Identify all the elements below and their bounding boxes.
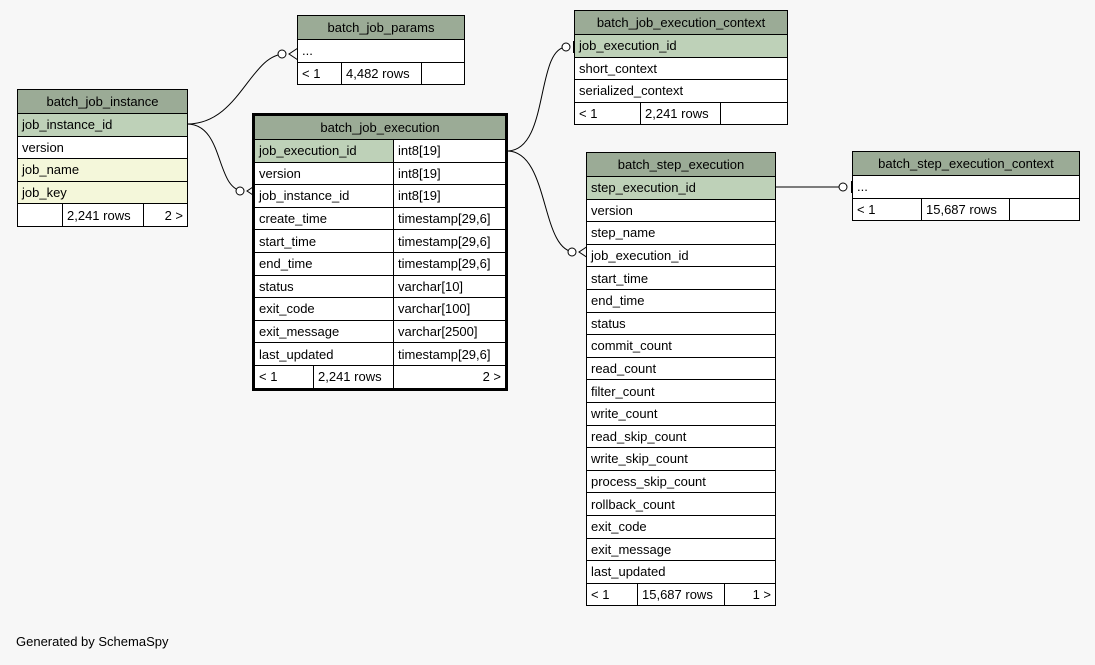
- parents-count: < 1: [297, 61, 342, 86]
- children-count: [1009, 197, 1080, 222]
- table-batch-step-execution-context[interactable]: batch_step_execution_context ... < 1 15,…: [852, 151, 1080, 222]
- link-execution-context-optional-icon: [561, 42, 571, 52]
- table-batch-job-execution-context[interactable]: batch_job_execution_context job_executio…: [573, 10, 789, 126]
- parents-count: < 1: [852, 197, 922, 222]
- children-count: [719, 101, 789, 126]
- column-name[interactable]: exit_code: [253, 297, 394, 321]
- column-type: timestamp[29,6]: [393, 342, 507, 366]
- column-row-pk[interactable]: job_instance_id: [17, 113, 188, 137]
- parents-count: < 1: [574, 101, 641, 126]
- column-type: int8[19]: [393, 184, 507, 208]
- table-batch-job-instance[interactable]: batch_job_instance job_instance_id versi…: [17, 89, 188, 227]
- column-row[interactable]: serialized_context: [573, 79, 789, 103]
- generated-by-label: Generated by SchemaSpy: [16, 634, 169, 649]
- link-execution-step-crowfoot-icon: [578, 245, 589, 259]
- column-name[interactable]: end_time: [253, 251, 394, 276]
- column-name[interactable]: start_time: [253, 229, 394, 253]
- column-row[interactable]: filter_count: [585, 379, 777, 403]
- link-execution-step-optional-icon: [567, 247, 577, 257]
- table-title[interactable]: batch_job_execution: [253, 114, 507, 140]
- column-type: varchar[10]: [393, 274, 507, 299]
- column-row[interactable]: version: [17, 135, 188, 160]
- row-count: 2,241 rows: [313, 364, 394, 390]
- column-row-pk[interactable]: step_execution_id: [585, 176, 777, 200]
- column-row[interactable]: version: [585, 198, 777, 223]
- column-row[interactable]: write_count: [585, 401, 777, 426]
- row-count: 15,687 rows: [921, 197, 1010, 222]
- column-row[interactable]: job_execution_id: [585, 243, 777, 268]
- table-title[interactable]: batch_step_execution: [585, 152, 777, 177]
- children-count: [421, 61, 465, 86]
- column-name[interactable]: create_time: [253, 206, 394, 231]
- column-row[interactable]: commit_count: [585, 334, 777, 358]
- column-row[interactable]: exit_message: [585, 537, 777, 562]
- row-count: 4,482 rows: [341, 61, 422, 86]
- table-title[interactable]: batch_job_execution_context: [573, 10, 789, 35]
- table-batch-step-execution[interactable]: batch_step_execution step_execution_id v…: [585, 152, 777, 607]
- children-count: 1 >: [723, 582, 777, 607]
- column-type: int8[19]: [393, 139, 507, 163]
- column-name-pk[interactable]: job_execution_id: [253, 139, 394, 163]
- row-count: 2,241 rows: [640, 101, 721, 126]
- column-type: int8[19]: [393, 161, 507, 186]
- link-instance-params-optional-icon: [277, 49, 287, 59]
- link-instance-params: [186, 53, 286, 125]
- column-row-indexed[interactable]: job_key: [17, 180, 188, 205]
- link-instance-execution: [186, 123, 245, 192]
- column-row[interactable]: end_time: [585, 288, 777, 313]
- column-row[interactable]: status: [585, 311, 777, 336]
- parents-count: < 1: [586, 582, 638, 607]
- column-row[interactable]: rollback_count: [585, 492, 777, 516]
- column-row[interactable]: read_count: [585, 356, 777, 381]
- table-title[interactable]: batch_step_execution_context: [852, 151, 1080, 176]
- column-row[interactable]: start_time: [585, 266, 777, 290]
- link-execution-step: [506, 150, 576, 253]
- link-instance-params-crowfoot-icon: [288, 47, 299, 61]
- column-type: timestamp[29,6]: [393, 206, 507, 231]
- table-title[interactable]: batch_job_params: [297, 15, 465, 40]
- column-row-pk[interactable]: job_execution_id: [573, 34, 789, 58]
- children-count: 2 >: [143, 203, 188, 227]
- column-row[interactable]: process_skip_count: [585, 469, 777, 494]
- column-name[interactable]: version: [253, 161, 394, 186]
- column-type: varchar[2500]: [393, 319, 507, 344]
- link-step-context-optional-icon: [838, 182, 848, 192]
- table-batch-job-params[interactable]: batch_job_params ... < 1 4,482 rows: [297, 15, 465, 86]
- row-count: 2,241 rows: [62, 203, 144, 227]
- column-type: timestamp[29,6]: [393, 229, 507, 253]
- column-type: varchar[100]: [393, 297, 507, 321]
- link-instance-execution-optional-icon: [235, 186, 245, 196]
- children-count: 2 >: [393, 364, 507, 390]
- column-name[interactable]: job_instance_id: [253, 184, 394, 208]
- column-name[interactable]: status: [253, 274, 394, 299]
- table-title[interactable]: batch_job_instance: [17, 89, 188, 114]
- column-name[interactable]: last_updated: [253, 342, 394, 366]
- column-row[interactable]: short_context: [573, 56, 789, 81]
- column-type: timestamp[29,6]: [393, 251, 507, 276]
- parents-count: [17, 203, 63, 227]
- column-row[interactable]: write_skip_count: [585, 447, 777, 471]
- column-name[interactable]: exit_message: [253, 319, 394, 344]
- column-row-indexed[interactable]: job_name: [17, 158, 188, 182]
- link-execution-context: [506, 46, 568, 152]
- column-row[interactable]: step_name: [585, 221, 777, 245]
- column-row[interactable]: ...: [297, 39, 465, 63]
- column-row[interactable]: read_skip_count: [585, 424, 777, 449]
- column-row[interactable]: last_updated: [585, 560, 777, 584]
- column-row[interactable]: ...: [852, 175, 1080, 199]
- parents-count: < 1: [253, 364, 314, 390]
- column-row[interactable]: exit_code: [585, 514, 777, 539]
- row-count: 15,687 rows: [637, 582, 725, 607]
